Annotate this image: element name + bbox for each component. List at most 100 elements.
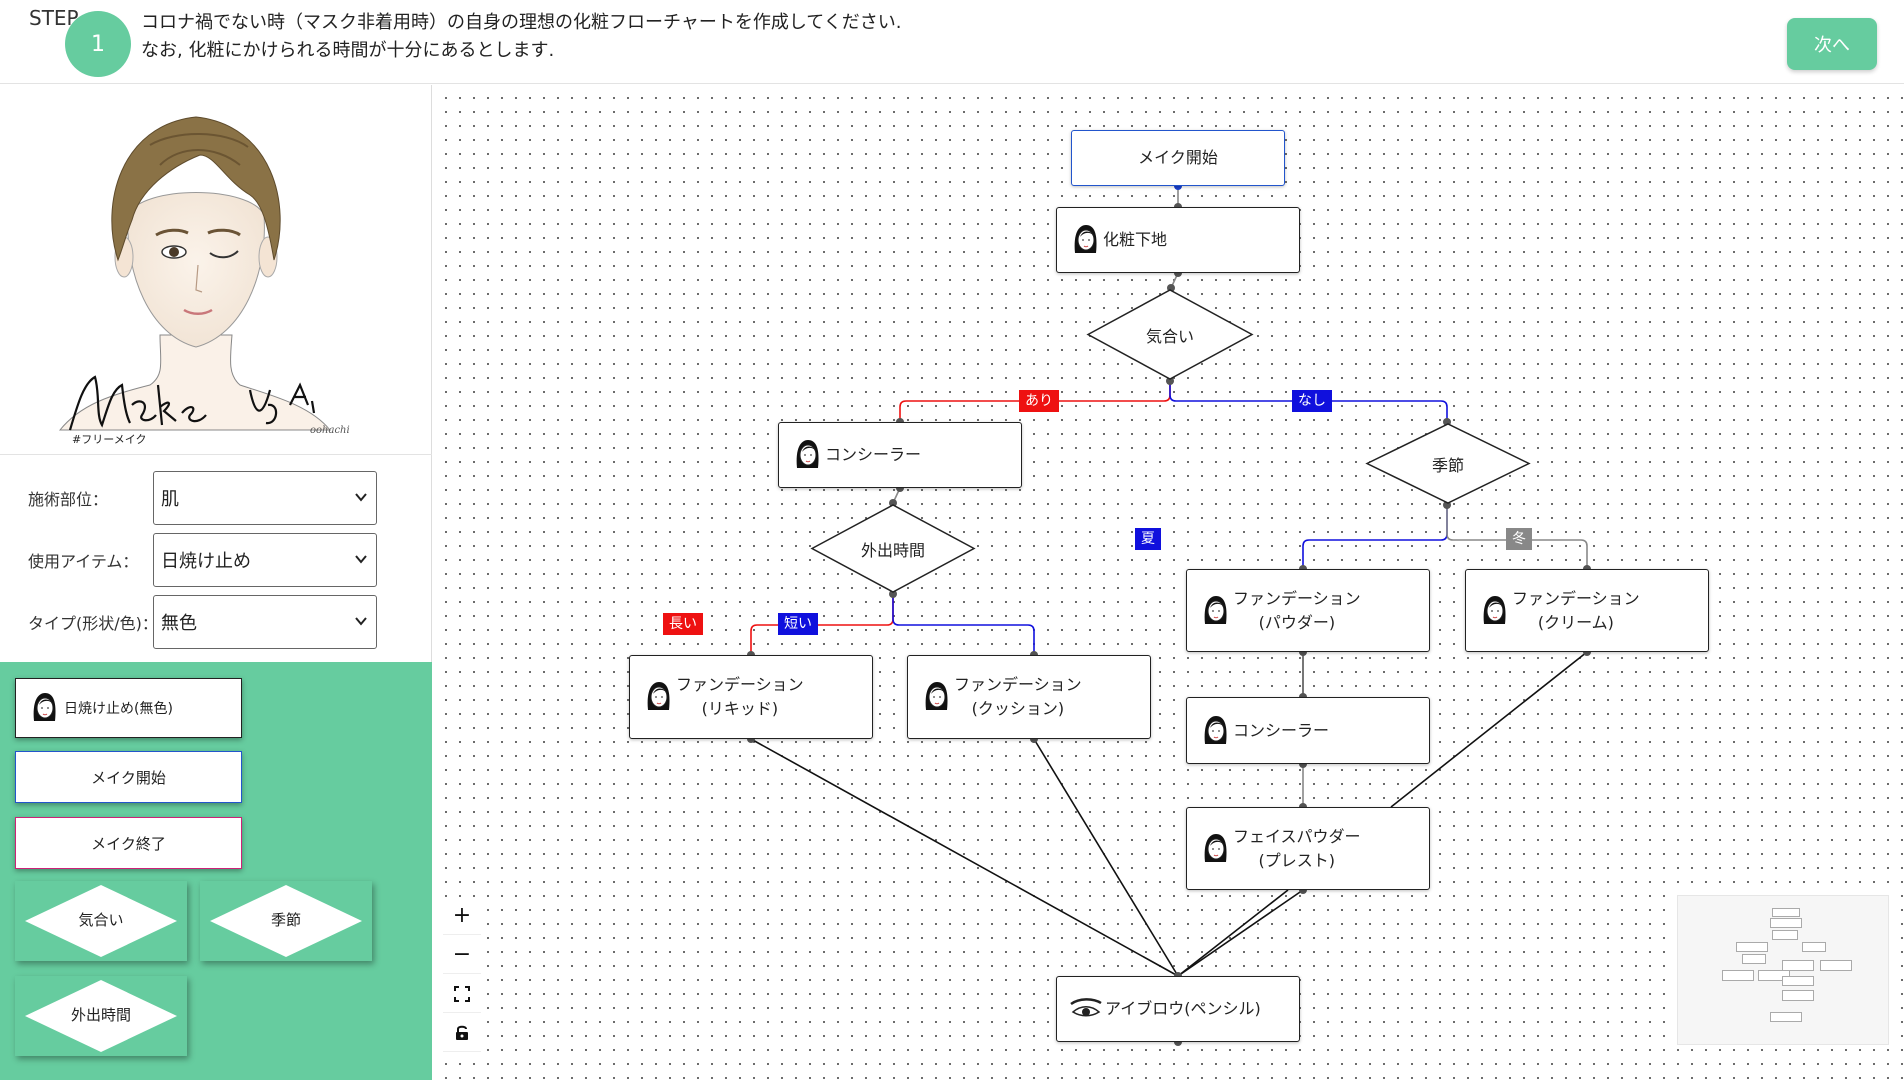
node-kisetsu-label: 季節 (1431, 456, 1464, 475)
handle-dot (889, 499, 897, 507)
diamond-shape (25, 885, 177, 957)
avatar-panel: #フリーメイク oohachi (0, 85, 432, 455)
edge-label-fuyu[interactable]: 冬 (1506, 528, 1532, 550)
makeup-ai-portrait-icon: #フリーメイク oohachi (58, 116, 350, 446)
palette-diamond-gaishutsu-label: 外出時間 (70, 1006, 131, 1024)
node-foundation-cream-label: ファンデーション (1512, 588, 1640, 608)
palette-diamond-kiai[interactable]: 気合い (15, 881, 187, 961)
fit-view-icon (454, 985, 470, 1002)
node-foundation-liquid-label: ファンデーション (676, 675, 804, 694)
node-foundation-powder[interactable]: ファンデーション (パウダー) (1186, 569, 1430, 652)
palette-end-node[interactable]: メイク終了 (15, 817, 242, 869)
palette-diamond-kisetsu[interactable]: 季節 (200, 881, 372, 961)
edge-label-nashi[interactable]: なし (1292, 390, 1332, 412)
type-select[interactable]: 無色 (153, 595, 377, 649)
minimap-node (1770, 1012, 1802, 1022)
node-foundation-cream-sub: (クリーム) (1537, 612, 1614, 632)
edge-kisetsu-natsu (1302, 505, 1448, 569)
area-select-value: 肌 (161, 489, 179, 510)
node-face-powder-label: フェイスパウダー (1233, 826, 1361, 846)
edge-label-mijikai[interactable]: 短い (778, 613, 818, 635)
edge-gai-nagai (750, 594, 894, 655)
eye-icon (1070, 998, 1102, 1017)
node-kiai-label: 気合い (1145, 327, 1194, 346)
fit-view-button[interactable] (443, 975, 481, 1013)
lock-button[interactable] (443, 1014, 481, 1052)
zoom-out-button[interactable]: − (443, 936, 481, 974)
node-palette: 日焼け止め(無色) メイク開始 メイク終了 気合い 季節 外出時間 (0, 662, 432, 1080)
node-foundation-cushion-label: ファンデーション (954, 675, 1082, 694)
header: STEP 1 コロナ禍でない時（マスク非着用時）の自身の理想の化粧フローチャート… (0, 0, 1904, 84)
palette-diamond-gaishutsu[interactable]: 外出時間 (15, 976, 187, 1056)
face-icon (33, 693, 56, 721)
palette-item-label: 日焼け止め(無色) (64, 701, 173, 717)
node-base-label: 化粧下地 (1103, 230, 1168, 249)
node-foundation-cushion-sub: (クッション) (971, 699, 1065, 718)
edge-label-nagai[interactable]: 長い (663, 613, 703, 635)
node-foundation-liquid[interactable]: ファンデーション (リキッド) (629, 655, 873, 739)
zoom-in-button[interactable]: + (443, 897, 481, 935)
node-kisetsu[interactable]: 季節 (1365, 422, 1531, 505)
node-concealer-1-label: コンシーラー (825, 445, 922, 464)
chevron-down-icon (355, 617, 367, 626)
palette-start-node[interactable]: メイク開始 (15, 751, 242, 803)
minimap[interactable] (1677, 895, 1889, 1045)
diamond-shape (810, 504, 976, 593)
face-icon (1204, 715, 1227, 744)
node-concealer-2[interactable]: コンシーラー (1186, 697, 1430, 764)
edge-face-brow-a (1177, 889, 1304, 977)
diamond-shape (25, 980, 177, 1052)
edge-liquid-brow (750, 738, 1179, 977)
palette-diamond-kiai-label: 気合い (78, 911, 124, 929)
instruction-line-1: コロナ禍でない時（マスク非着用時）の自身の理想の化粧フローチャートを作成してくだ… (141, 12, 902, 33)
edge-label-natsu[interactable]: 夏 (1135, 528, 1161, 550)
chevron-down-icon (355, 493, 367, 502)
instruction-text: コロナ禍でない時（マスク非着用時）の自身の理想の化粧フローチャートを作成してくだ… (141, 9, 901, 65)
node-foundation-powder-sub: (パウダー) (1258, 612, 1336, 632)
face-icon (796, 440, 819, 468)
face-icon (647, 682, 670, 710)
palette-item-node[interactable]: 日焼け止め(無色) (15, 678, 242, 738)
palette-start-label: メイク開始 (91, 768, 166, 787)
node-foundation-powder-label: ファンデーション (1233, 588, 1361, 608)
node-gaishutsu[interactable]: 外出時間 (810, 503, 976, 594)
face-icon (1074, 225, 1097, 253)
avatar-hashtag: #フリーメイク (72, 433, 147, 446)
next-button[interactable]: 次へ (1787, 18, 1877, 70)
field-label-type: タイプ(形状/色)： (28, 614, 158, 633)
node-base[interactable]: 化粧下地 (1056, 207, 1300, 273)
instruction-line-2: なお, 化粧にかけられる時間が十分にあるとします. (141, 40, 555, 61)
minimap-node (1782, 990, 1814, 1001)
type-select-value: 無色 (161, 613, 197, 634)
node-foundation-cream[interactable]: ファンデーション (クリーム) (1465, 569, 1709, 652)
item-select[interactable]: 日焼け止め (153, 533, 377, 587)
face-icon (1204, 595, 1227, 624)
edge-gai-mijikai (892, 594, 1035, 655)
chevron-down-icon (355, 555, 367, 564)
node-foundation-cushion[interactable]: ファンデーション (クッション) (907, 655, 1151, 739)
node-concealer-2-label: コンシーラー (1233, 720, 1330, 740)
edge-label-ari[interactable]: あり (1019, 390, 1059, 412)
face-icon (1204, 833, 1227, 862)
flowchart-canvas[interactable]: あり なし 夏 冬 長い 短い メイク開始 化粧下地 気合い コンシーラー 季節… (433, 85, 1904, 1080)
node-foundation-liquid-sub: (リキッド) (701, 699, 779, 718)
node-face-powder[interactable]: フェイスパウダー(プレスト) (1186, 807, 1430, 890)
palette-end-label: メイク終了 (91, 834, 166, 853)
node-kiai[interactable]: 気合い (1086, 288, 1254, 381)
node-start[interactable]: メイク開始 (1071, 130, 1285, 186)
field-label-item: 使用アイテム： (28, 552, 139, 571)
minimap-node (1802, 942, 1826, 952)
minimap-node (1820, 960, 1852, 971)
node-eyebrow[interactable]: アイブロウ(ペンシル) (1056, 976, 1300, 1042)
node-concealer-1[interactable]: コンシーラー (778, 422, 1022, 488)
node-start-label: メイク開始 (1138, 148, 1218, 167)
palette-diamond-kisetsu-label: 季節 (270, 911, 301, 929)
area-select[interactable]: 肌 (153, 471, 377, 525)
edge-face-brow-b (1177, 889, 1289, 977)
minimap-node (1782, 976, 1814, 986)
minimap-node (1722, 970, 1754, 981)
face-icon (925, 682, 948, 710)
lock-icon (456, 1025, 468, 1040)
minimap-node (1758, 970, 1790, 981)
diamond-shape (1365, 423, 1531, 504)
